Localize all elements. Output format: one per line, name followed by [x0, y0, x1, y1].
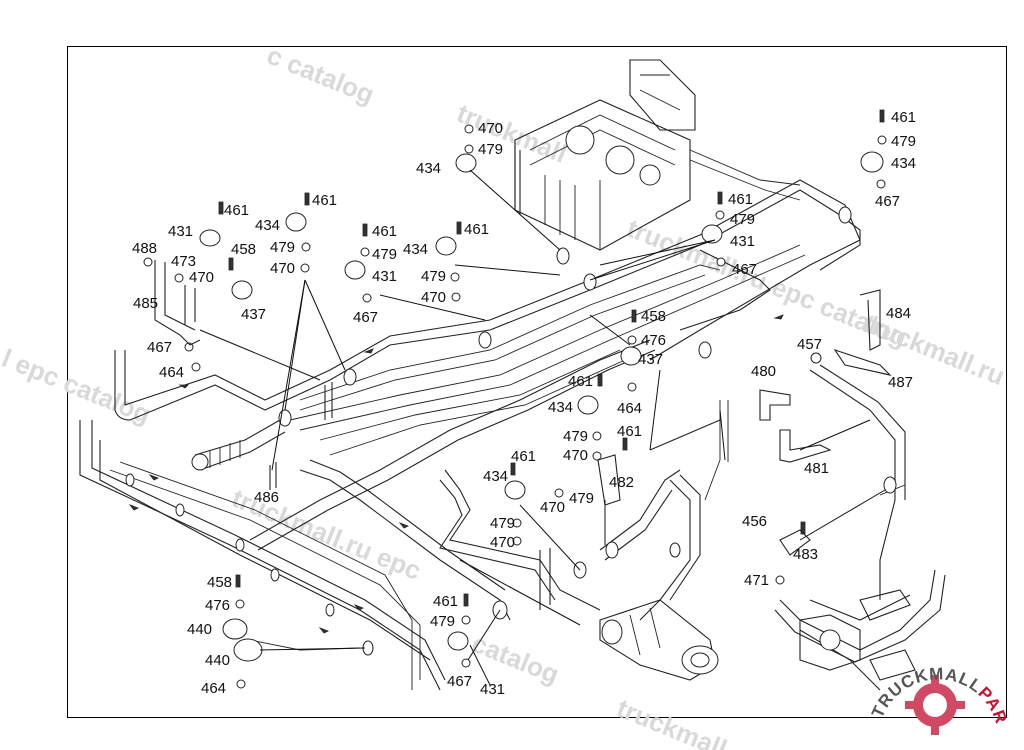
part-label-470: 470: [490, 534, 515, 551]
small-parts: [143, 109, 892, 689]
upper-pipe-bundle: [114, 149, 861, 456]
part-label-485: 485: [133, 295, 158, 312]
part-label-470: 470: [189, 269, 214, 286]
part-label-467: 467: [353, 309, 378, 326]
part-label-434: 434: [255, 217, 280, 234]
part-label-479: 479: [421, 268, 446, 285]
part-label-461: 461: [728, 191, 753, 208]
part-label-461: 461: [464, 221, 489, 238]
watermark-text: c catalog: [263, 40, 379, 110]
part-label-479: 479: [891, 133, 916, 150]
part-label-479: 479: [430, 613, 455, 630]
part-label-461: 461: [224, 202, 249, 219]
pipe-clamps: [125, 206, 897, 656]
part-label-440: 440: [187, 621, 212, 638]
part-label-464: 464: [617, 400, 642, 417]
part-label-479: 479: [569, 490, 594, 507]
part-label-431: 431: [168, 223, 193, 240]
part-label-431: 431: [730, 233, 755, 250]
watermark-text: truckmall: [613, 693, 731, 750]
part-label-431: 431: [372, 268, 397, 285]
part-label-461: 461: [568, 373, 593, 390]
leader-lines: [199, 169, 886, 686]
lower-pipe-bundle: [79, 339, 946, 691]
part-label-464: 464: [159, 364, 184, 381]
part-label-479: 479: [730, 211, 755, 228]
part-label-479: 479: [563, 428, 588, 445]
part-label-467: 467: [732, 261, 757, 278]
part-label-457: 457: [797, 336, 822, 353]
part-label-434: 434: [548, 399, 573, 416]
part-label-461: 461: [891, 109, 916, 126]
part-label-431: 431: [480, 681, 505, 698]
part-label-464: 464: [201, 680, 226, 697]
part-label-471: 471: [744, 572, 769, 589]
flow-arrows: [128, 314, 784, 634]
part-label-480: 480: [751, 363, 776, 380]
part-label-486: 486: [254, 489, 279, 506]
watermark-text: truckmall.ru: [860, 308, 1009, 392]
part-label-479: 479: [490, 515, 515, 532]
part-label-470: 470: [563, 447, 588, 464]
part-label-461: 461: [433, 593, 458, 610]
part-label-479: 479: [372, 246, 397, 263]
part-label-488: 488: [132, 240, 157, 257]
part-label-461: 461: [372, 223, 397, 240]
part-label-470: 470: [478, 120, 503, 137]
part-label-483: 483: [793, 546, 818, 563]
diagram-frame: [67, 46, 1007, 718]
part-label-458: 458: [207, 574, 232, 591]
part-label-470: 470: [270, 260, 295, 277]
part-label-479: 479: [478, 141, 503, 158]
pipe-artwork: [79, 59, 946, 691]
part-label-434: 434: [403, 241, 428, 258]
part-label-437: 437: [241, 306, 266, 323]
part-label-476: 476: [205, 597, 230, 614]
part-label-467: 467: [447, 673, 472, 690]
part-label-456: 456: [742, 513, 767, 530]
part-label-473: 473: [171, 253, 196, 270]
valve-cylinder: [599, 599, 719, 681]
part-label-458: 458: [641, 308, 666, 325]
part-label-470: 470: [540, 499, 565, 516]
part-label-461: 461: [312, 192, 337, 209]
part-label-467: 467: [875, 193, 900, 210]
part-label-476: 476: [641, 332, 666, 349]
part-label-461: 461: [511, 448, 536, 465]
part-label-440: 440: [205, 652, 230, 669]
valve-block: [514, 59, 696, 251]
part-label-434: 434: [416, 160, 441, 177]
hose-left: [191, 419, 286, 471]
part-label-481: 481: [804, 460, 829, 477]
truckmallparts-logo: TRUCKMALLPARTS: [868, 664, 1010, 735]
watermark-text: l epc catalog: [0, 343, 155, 430]
part-label-434: 434: [891, 155, 916, 172]
part-label-484: 484: [886, 305, 911, 322]
part-label-434: 434: [483, 468, 508, 485]
part-label-467: 467: [147, 339, 172, 356]
part-label-461: 461: [617, 423, 642, 440]
part-label-482: 482: [609, 474, 634, 491]
part-label-479: 479: [270, 239, 295, 256]
part-label-437: 437: [638, 351, 663, 368]
part-label-458: 458: [231, 241, 256, 258]
part-label-487: 487: [888, 374, 913, 391]
part-label-470: 470: [421, 289, 446, 306]
